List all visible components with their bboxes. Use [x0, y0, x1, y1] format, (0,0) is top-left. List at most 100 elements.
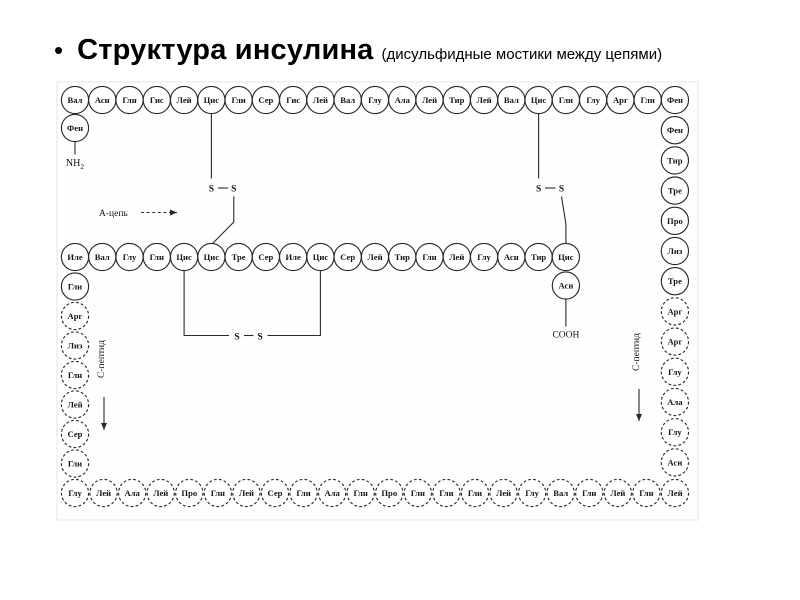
- ss-a6-stem: [183, 271, 229, 337]
- residue: Гли: [551, 85, 581, 115]
- c-peptide-left-label: С-пептид: [97, 340, 107, 378]
- residue-label: Фен: [67, 123, 83, 133]
- residue-label: Ала: [124, 488, 140, 498]
- residue: Ала: [317, 478, 347, 508]
- residue-circle: [660, 387, 690, 417]
- residue: Тир: [524, 242, 553, 272]
- residue: Асн: [497, 242, 526, 272]
- residue: Тре: [660, 267, 690, 296]
- residue-label: Лей: [67, 400, 82, 410]
- residue: Арг: [660, 297, 690, 326]
- residue-circle: [660, 267, 690, 296]
- residue: Гли: [432, 478, 461, 508]
- residue: Тир: [388, 242, 417, 272]
- residue: Гли: [60, 449, 90, 478]
- residue-circle: [60, 360, 90, 390]
- residue: Глу: [115, 242, 144, 272]
- residue-label: Гли: [231, 95, 245, 105]
- residue-circle: [60, 390, 90, 419]
- residue-circle: [60, 113, 90, 143]
- residue: Асн: [660, 448, 690, 477]
- residue-label: Глу: [68, 488, 82, 498]
- residue: Арг: [606, 85, 635, 115]
- residue-label: Тре: [668, 276, 682, 286]
- residue-label: Цис: [204, 252, 220, 262]
- residue: Лей: [603, 478, 633, 508]
- residue-label: Сер: [258, 95, 273, 105]
- page-title: Структура инсулина: [77, 34, 374, 66]
- residue-circle: [660, 297, 690, 326]
- residue: Цис: [197, 242, 226, 272]
- residue-label: Лиз: [667, 246, 682, 256]
- residue-circle: [60, 301, 90, 331]
- residue: Гис: [278, 85, 308, 115]
- residue-label: Глн: [411, 488, 425, 498]
- residue: Асн: [88, 85, 117, 115]
- ss-b7-a7-link: [212, 196, 235, 244]
- residue-circle: [317, 478, 347, 508]
- residue: Гли: [633, 85, 662, 115]
- residue-circle: [660, 357, 690, 386]
- residue-label: Гли: [439, 488, 453, 498]
- slide-title-row: • Структура инсулина (дисульфидные мости…: [54, 34, 780, 67]
- residue: Про: [375, 478, 404, 508]
- residue-circle: [489, 478, 518, 508]
- residue-label: Лей: [239, 488, 254, 498]
- residue-circle: [575, 478, 604, 508]
- residue: Лей: [415, 85, 444, 115]
- residue-label: Арг: [667, 337, 682, 347]
- residue: Глн: [415, 242, 444, 272]
- residue: Сер: [60, 419, 90, 449]
- residue: Лей: [60, 390, 90, 419]
- residue: Вал: [546, 478, 575, 508]
- residue-label: Лиз: [68, 341, 83, 351]
- residue-label: Тир: [449, 95, 464, 105]
- a-chain-label: А-цепь: [99, 209, 128, 219]
- residue-label: Тре: [232, 252, 246, 262]
- residue-label: Асн: [95, 95, 110, 105]
- residue: Вал: [88, 242, 117, 272]
- residue-label: Тир: [395, 252, 410, 262]
- residue-label: Асн: [504, 252, 519, 262]
- residue-label: Асн: [668, 457, 683, 467]
- residue-label: Иле: [67, 252, 83, 262]
- residue-label: Глн: [354, 488, 368, 498]
- residue-label: Лей: [313, 95, 328, 105]
- residue: Фен: [660, 116, 690, 145]
- residue-circle: [660, 448, 690, 477]
- residue: Арг: [60, 301, 90, 331]
- s-label-a7-top: S: [231, 185, 236, 195]
- a-chain-arrow-head: [170, 209, 177, 216]
- title-bullet-icon: •: [54, 35, 64, 65]
- c-peptide-left-arrow-head: [101, 423, 107, 430]
- residue-label: Глн: [422, 252, 436, 262]
- residue: Гли: [60, 272, 90, 301]
- s-label-b19-top: S: [536, 185, 541, 195]
- residue: Про: [660, 206, 690, 235]
- residue-circle: [89, 478, 118, 508]
- ss-b19-a20-link: [560, 196, 567, 244]
- residue-label: Гли: [68, 282, 82, 292]
- residue-label: Лей: [667, 488, 682, 498]
- residue-label: Глн: [150, 252, 164, 262]
- residue-label: Лей: [422, 95, 437, 105]
- residue-circle: [551, 271, 581, 300]
- residue-label: Арг: [613, 95, 628, 105]
- residue-circle: [175, 478, 204, 508]
- residue-label: Глу: [586, 95, 600, 105]
- residue: Сер: [260, 478, 290, 508]
- residue: Лей: [306, 85, 335, 115]
- residue: Арг: [660, 327, 690, 356]
- residue-label: Гис: [286, 95, 300, 105]
- residue-label: Про: [381, 488, 397, 498]
- residue-circle: [660, 418, 690, 447]
- residue-label: Арг: [667, 306, 682, 316]
- residue: Ала: [660, 387, 690, 417]
- residue-label: Ала: [324, 488, 340, 498]
- residue-label: Гис: [150, 95, 164, 105]
- residue: Лей: [146, 478, 175, 508]
- residue-circle: [203, 478, 233, 508]
- residue-circle: [232, 478, 261, 508]
- residue-label: Сер: [258, 252, 273, 262]
